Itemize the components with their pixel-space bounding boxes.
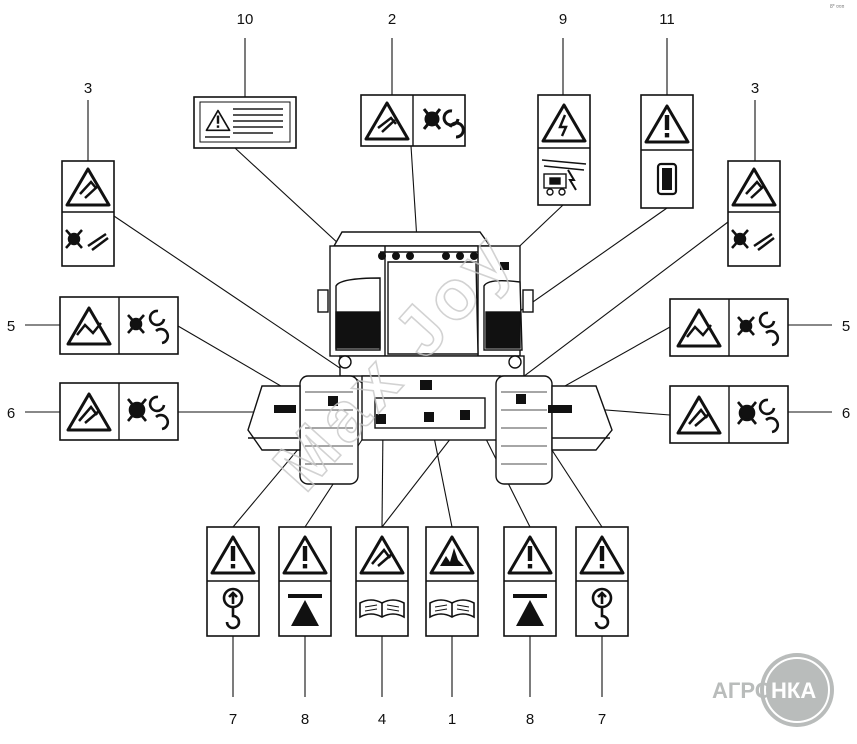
callout-bottom-7-left: 7 xyxy=(229,711,237,728)
callout-3-right: 3 xyxy=(751,80,759,97)
decal-7-right-lifting-point xyxy=(575,526,629,637)
decal-8-right-jacking-point xyxy=(503,526,557,637)
callout-6-right: 6 xyxy=(842,405,850,422)
decal-2-entanglement xyxy=(360,94,466,147)
callout-5-right: 5 xyxy=(842,318,850,335)
callout-10: 10 xyxy=(237,11,254,28)
decal-4-read-manual xyxy=(355,526,409,637)
agronka-logo: АГРО НКА xyxy=(712,653,834,727)
decal-5-right-rotating-parts xyxy=(669,298,789,357)
callout-bottom-7-right: 7 xyxy=(598,711,606,728)
callout-6-left: 6 xyxy=(7,405,15,422)
callout-bottom-8-left: 8 xyxy=(301,711,309,728)
decal-9-electrical xyxy=(537,94,591,206)
corner-mark: 8* ¤¤¤ xyxy=(830,4,845,10)
combine-machine xyxy=(247,231,613,485)
callout-bottom-1: 1 xyxy=(448,711,456,728)
callout-5-left: 5 xyxy=(7,318,15,335)
decal-6-right-auger xyxy=(669,385,789,444)
callout-bottom-4: 4 xyxy=(378,711,386,728)
decal-6-left-auger xyxy=(59,382,179,441)
callout-bottom-8-right: 8 xyxy=(526,711,534,728)
callout-numbers: 10 2 9 11 3 3 5 5 6 6 7 8 4 1 8 7 xyxy=(7,11,850,728)
callout-2: 2 xyxy=(388,11,396,28)
logo-text-right: НКА xyxy=(771,678,816,703)
logo-text-left: АГРО xyxy=(712,678,772,703)
decal-8-left-jacking-point xyxy=(278,526,332,637)
decal-10-text-plate xyxy=(193,96,297,149)
decal-11-warning xyxy=(640,94,694,209)
decal-3-right-crush xyxy=(727,160,781,267)
callout-3-left: 3 xyxy=(84,80,92,97)
callout-11: 11 xyxy=(659,11,675,28)
callout-9: 9 xyxy=(559,11,567,28)
decal-3-left-crush xyxy=(61,160,115,267)
decal-7-left-lifting-point xyxy=(206,526,260,637)
decal-5-left-rotating-parts xyxy=(59,296,179,355)
decal-1-explosion-read-manual xyxy=(425,526,479,637)
